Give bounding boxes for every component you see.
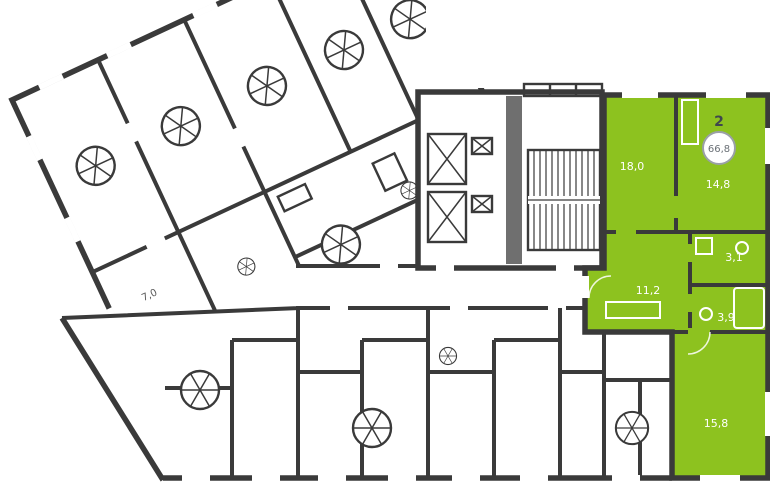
washer-icon: [695, 237, 713, 255]
badge-total-area: 66,8: [708, 144, 730, 155]
room-area-kitchen: 11,2: [636, 284, 661, 297]
window: [700, 475, 740, 481]
room-area-living: 18,0: [620, 160, 645, 173]
selected-apartment[interactable]: 18,0 14,8 3,1 11,2 3,9 15,8 2 66,8: [581, 92, 770, 481]
door-arc: [588, 275, 612, 299]
door-opening: [330, 304, 348, 312]
badge-circle: [702, 131, 736, 165]
wardrobe-icon: [681, 99, 699, 145]
sink-icon: [699, 307, 713, 321]
vent-shaft-icon: [470, 136, 494, 156]
door-opening: [688, 328, 710, 336]
window: [388, 475, 416, 481]
top-mask: [426, 0, 606, 88]
window: [26, 134, 43, 162]
door-opening: [436, 264, 454, 272]
door-opening: [672, 196, 680, 218]
window: [765, 392, 770, 436]
round-fixture-icon: [614, 410, 650, 446]
bottom-apartments: [59, 308, 672, 482]
entrance-door-opening: [581, 276, 589, 298]
window: [318, 475, 346, 481]
door-opening: [686, 294, 694, 312]
bottom-row-mask: [62, 308, 672, 482]
building-core: [415, 82, 605, 272]
door-arc: [687, 331, 711, 355]
window: [191, 1, 219, 19]
window: [182, 475, 210, 481]
door-opening: [556, 264, 574, 272]
badge-rooms-count: 2: [714, 114, 724, 130]
window: [105, 41, 132, 59]
furniture-rect-icon: [371, 151, 409, 193]
room-area-second-room: 15,8: [704, 417, 729, 430]
round-fixture-icon: [351, 407, 393, 449]
door-opening: [380, 262, 398, 270]
window: [765, 128, 770, 164]
window: [706, 92, 746, 98]
window: [252, 475, 280, 481]
stairs-icon: [526, 148, 602, 252]
door-opening: [616, 228, 636, 236]
room-area-hall: 3,1: [725, 251, 743, 264]
window: [520, 475, 548, 481]
room-area-bathroom: 3,9: [717, 311, 735, 324]
room-area-bedroom: 14,8: [706, 178, 731, 191]
window: [612, 475, 640, 481]
furniture-rect-icon: [276, 182, 314, 213]
window: [64, 216, 81, 243]
core-wall-band: [506, 96, 522, 264]
elevator-icon: [426, 132, 468, 186]
left-wing-walls: [91, 0, 514, 365]
round-fixture-small-icon: [438, 346, 458, 366]
toilet-icon: [735, 241, 749, 255]
window: [452, 475, 480, 481]
corridor: [61, 262, 604, 320]
area-badge[interactable]: 2 66,8: [702, 114, 736, 165]
window: [622, 92, 658, 98]
bathtub-icon: [733, 287, 765, 329]
kitchen-counter-icon: [605, 301, 661, 319]
elevator-icon: [426, 190, 468, 244]
door-opening: [548, 304, 566, 312]
door-opening: [450, 304, 468, 312]
door-opening: [686, 244, 694, 262]
shaft-top: [522, 82, 604, 98]
round-fixture-icon: [179, 369, 221, 411]
vent-shaft-icon: [470, 194, 494, 214]
window: [37, 73, 65, 91]
apartment-inner-walls: [604, 95, 768, 334]
